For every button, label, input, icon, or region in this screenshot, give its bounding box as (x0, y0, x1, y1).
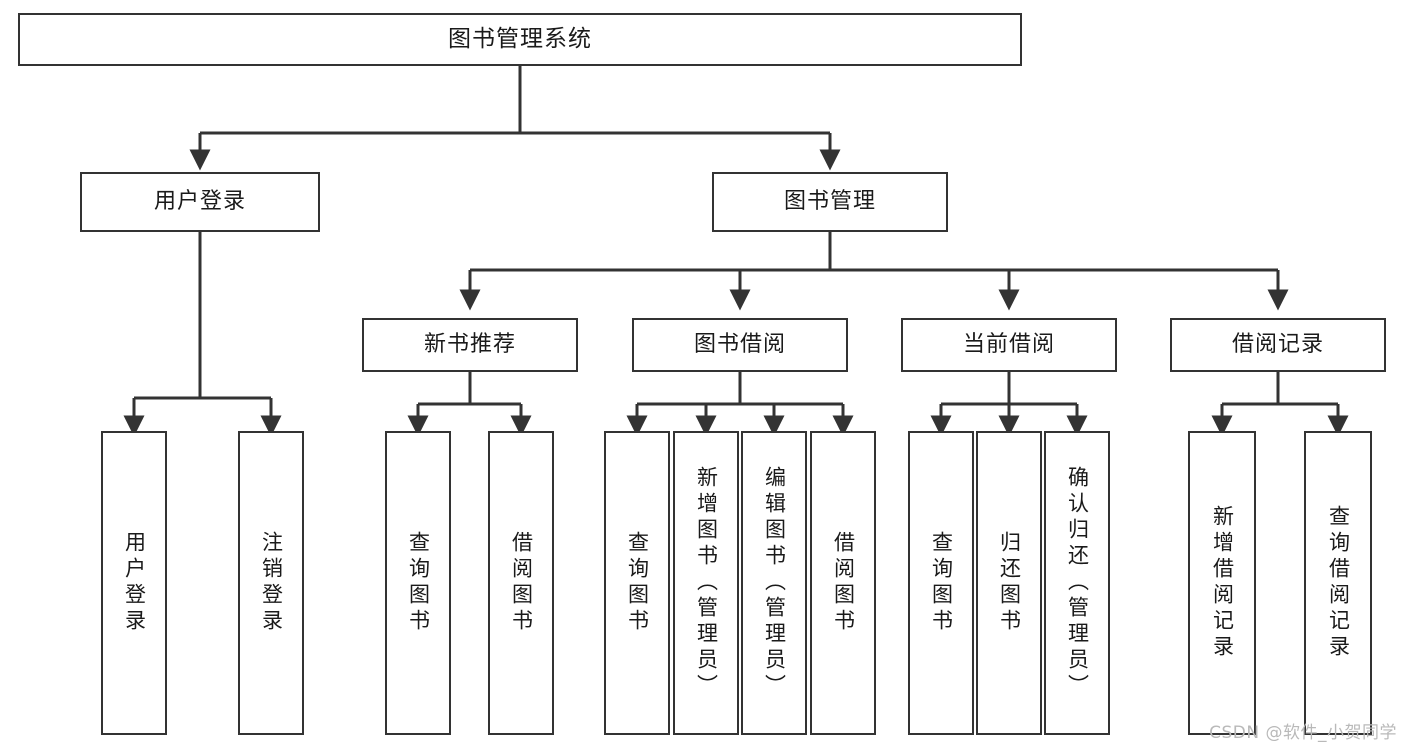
node-leaf-return-book-label: 归还图书 (997, 531, 1022, 635)
node-leaf-query-book-2-label: 查询图书 (625, 531, 650, 635)
node-leaf-query-book-2[interactable]: 查询图书 (604, 431, 670, 735)
node-leaf-user-logout[interactable]: 注销登录 (238, 431, 304, 735)
node-book-borrow-label: 图书借阅 (693, 331, 786, 357)
node-current-borrow[interactable]: 当前借阅 (901, 318, 1117, 372)
node-leaf-user-logout-label: 注销登录 (259, 531, 284, 635)
node-leaf-add-book[interactable]: 新增图书（管理员） (673, 431, 739, 735)
node-leaf-confirm-return[interactable]: 确认归还（管理员） (1044, 431, 1110, 735)
node-borrow-record-label: 借阅记录 (1231, 331, 1324, 357)
node-leaf-edit-book-label: 编辑图书（管理员） (762, 466, 787, 700)
node-leaf-add-record-label: 新增借阅记录 (1210, 505, 1235, 661)
node-leaf-user-login[interactable]: 用户登录 (101, 431, 167, 735)
node-borrow-record[interactable]: 借阅记录 (1170, 318, 1386, 372)
node-book-manage-label: 图书管理 (783, 188, 876, 214)
node-leaf-add-record[interactable]: 新增借阅记录 (1188, 431, 1256, 735)
node-user-login-label: 用户登录 (153, 188, 246, 214)
node-current-borrow-label: 当前借阅 (962, 331, 1055, 357)
node-user-login[interactable]: 用户登录 (80, 172, 320, 232)
node-leaf-edit-book[interactable]: 编辑图书（管理员） (741, 431, 807, 735)
node-new-book-recommend-label: 新书推荐 (423, 331, 516, 357)
node-leaf-user-login-label: 用户登录 (122, 531, 147, 635)
node-leaf-query-book-1[interactable]: 查询图书 (385, 431, 451, 735)
node-leaf-add-book-label: 新增图书（管理员） (694, 466, 719, 700)
node-leaf-query-record-label: 查询借阅记录 (1326, 505, 1351, 661)
node-leaf-borrow-book-2[interactable]: 借阅图书 (810, 431, 876, 735)
node-root-label: 图书管理系统 (448, 25, 592, 52)
node-leaf-return-book[interactable]: 归还图书 (976, 431, 1042, 735)
node-leaf-borrow-book-1[interactable]: 借阅图书 (488, 431, 554, 735)
node-leaf-query-book-1-label: 查询图书 (406, 531, 431, 635)
node-book-borrow[interactable]: 图书借阅 (632, 318, 848, 372)
node-root[interactable]: 图书管理系统 (18, 13, 1022, 66)
node-leaf-borrow-book-1-label: 借阅图书 (509, 531, 534, 635)
node-leaf-query-book-3-label: 查询图书 (929, 531, 954, 635)
node-leaf-query-record[interactable]: 查询借阅记录 (1304, 431, 1372, 735)
node-new-book-recommend[interactable]: 新书推荐 (362, 318, 578, 372)
node-leaf-confirm-return-label: 确认归还（管理员） (1065, 466, 1090, 700)
node-book-manage[interactable]: 图书管理 (712, 172, 948, 232)
watermark: CSDN @软件_小贺同学 (1209, 723, 1397, 743)
node-leaf-borrow-book-2-label: 借阅图书 (831, 531, 856, 635)
node-leaf-query-book-3[interactable]: 查询图书 (908, 431, 974, 735)
